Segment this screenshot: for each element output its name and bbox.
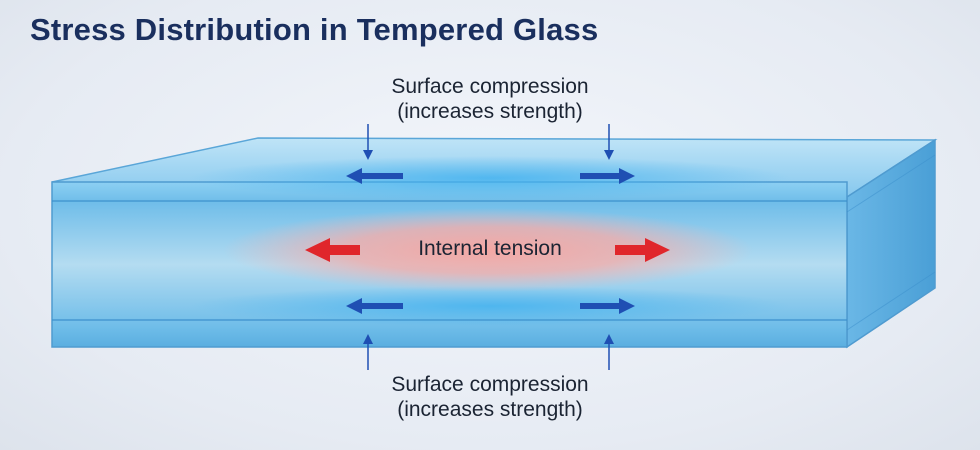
bottom-compression-label: Surface compression (increases strength) bbox=[340, 372, 640, 422]
top-compression-line2: (increases strength) bbox=[397, 100, 583, 123]
thin-arrow-down-icon bbox=[604, 124, 614, 160]
top-compression-line1: Surface compression bbox=[391, 75, 589, 98]
bottom-compression-line2: (increases strength) bbox=[397, 398, 583, 421]
bottom-compression-line1: Surface compression bbox=[391, 373, 589, 396]
thin-arrow-down-icon bbox=[363, 124, 373, 160]
top-compression-label: Surface compression (increases strength) bbox=[340, 74, 640, 124]
arrow-outward-icon bbox=[615, 238, 670, 262]
arrow-inward-icon bbox=[580, 298, 635, 314]
top-compression-zone bbox=[190, 156, 790, 200]
bottom-compression-zone bbox=[190, 286, 790, 326]
page-title: Stress Distribution in Tempered Glass bbox=[30, 12, 599, 47]
thin-arrow-up-icon bbox=[363, 334, 373, 370]
arrow-inward-icon bbox=[580, 168, 635, 184]
arrow-outward-icon bbox=[305, 238, 360, 262]
internal-tension-zone bbox=[223, 208, 753, 292]
internal-tension-label: Internal tension bbox=[418, 237, 562, 260]
arrow-inward-icon bbox=[346, 298, 403, 314]
arrow-inward-icon bbox=[346, 168, 403, 184]
thin-arrow-up-icon bbox=[604, 334, 614, 370]
